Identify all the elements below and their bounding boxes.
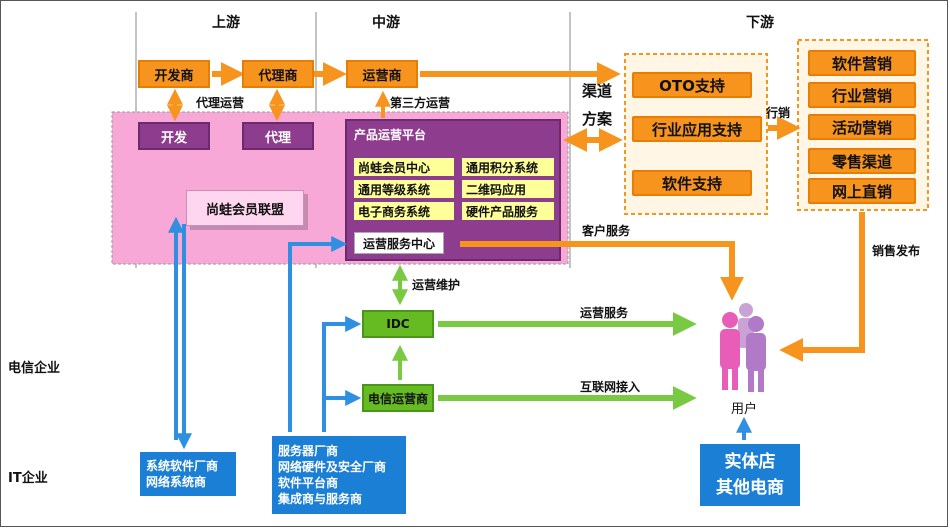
arrow-sales-release [779, 212, 865, 362]
blue-box2-line1: 服务器厂商 [278, 444, 339, 458]
service-center-box: 运营服务中心 [354, 232, 444, 254]
marketing-item-software: 软件营销 [808, 50, 916, 76]
marketing-item-retail: 零售渠道 [808, 148, 916, 174]
store-line2: 其他电商 [716, 478, 784, 498]
label-marketing-flow: 行销 [766, 105, 791, 120]
header-downstream: 下游 [746, 15, 774, 31]
label-ops-maintenance: 运营维护 [412, 277, 461, 292]
blue-box1-line2: 网络系统商 [146, 475, 207, 489]
blue-box-system-vendors: 系统软件厂商 网络系统商 [140, 452, 236, 496]
arrow-blue2-platform [288, 236, 348, 432]
blue-box2-line4: 集成商与服务商 [278, 492, 363, 506]
channel-label-line2: 方案 [581, 109, 612, 128]
platform-item-hardware: 硬件产品服务 [462, 202, 554, 220]
channel-label-line1: 渠道 [581, 81, 612, 100]
blue-box-hardware-vendors: 服务器厂商 网络硬件及安全厂商 软件平台商 集成商与服务商 [272, 436, 406, 514]
header-midstream: 中游 [372, 15, 400, 31]
platform-item-points-system: 通用积分系统 [462, 158, 554, 176]
developer-box: 开发商 [138, 60, 210, 88]
channel-item-software: 软件支持 [632, 170, 752, 196]
label-sales-release: 销售发布 [872, 243, 921, 258]
user-group-icon [720, 303, 766, 392]
blue-box2-line2: 网络硬件及安全厂商 [278, 460, 387, 474]
row-label-telecom: 电信企业 [8, 360, 61, 376]
user-label: 用户 [730, 401, 757, 417]
label-ops-service: 运营服务 [580, 305, 629, 320]
channel-item-industry: 行业应用支持 [632, 116, 762, 142]
develop-box: 开发 [138, 122, 210, 150]
label-third-party-ops: 第三方运营 [390, 95, 451, 110]
label-agent-ops: 代理运营 [196, 95, 245, 110]
arrow-blue2-idc [322, 316, 362, 432]
header-upstream: 上游 [212, 15, 240, 31]
store-box: 实体店 其他电商 [700, 444, 800, 506]
store-line1: 实体店 [724, 452, 776, 472]
platform-item-level-system: 通用等级系统 [354, 180, 454, 198]
row-label-it: IT企业 [8, 470, 48, 486]
platform-item-member-center: 尚蛙会员中心 [354, 158, 454, 176]
operator-box: 运营商 [346, 60, 418, 88]
alliance-box: 尚蛙会员联盟 [186, 190, 304, 226]
blue-box2-line3: 软件平台商 [278, 476, 339, 490]
label-internet-access: 互联网接入 [580, 379, 641, 394]
marketing-item-event: 活动营销 [808, 114, 916, 140]
telecom-operator-box: 电信运营商 [362, 384, 434, 412]
platform-item-qrcode: 二维码应用 [462, 180, 554, 198]
blue-box1-line1: 系统软件厂商 [146, 459, 219, 473]
platform-title: 产品运营平台 [354, 127, 427, 142]
marketing-item-industry: 行业营销 [808, 82, 916, 108]
idc-box: IDC [362, 310, 434, 338]
marketing-item-online: 网上直销 [808, 178, 916, 204]
arrow-customer-service [460, 241, 744, 301]
channel-item-oto: OTO支持 [632, 72, 752, 98]
agent-inner-box: 代理 [242, 122, 314, 150]
agent-box: 代理商 [242, 60, 314, 88]
platform-item-ecommerce: 电子商务系统 [354, 202, 454, 220]
label-customer-service: 客户服务 [582, 223, 631, 238]
